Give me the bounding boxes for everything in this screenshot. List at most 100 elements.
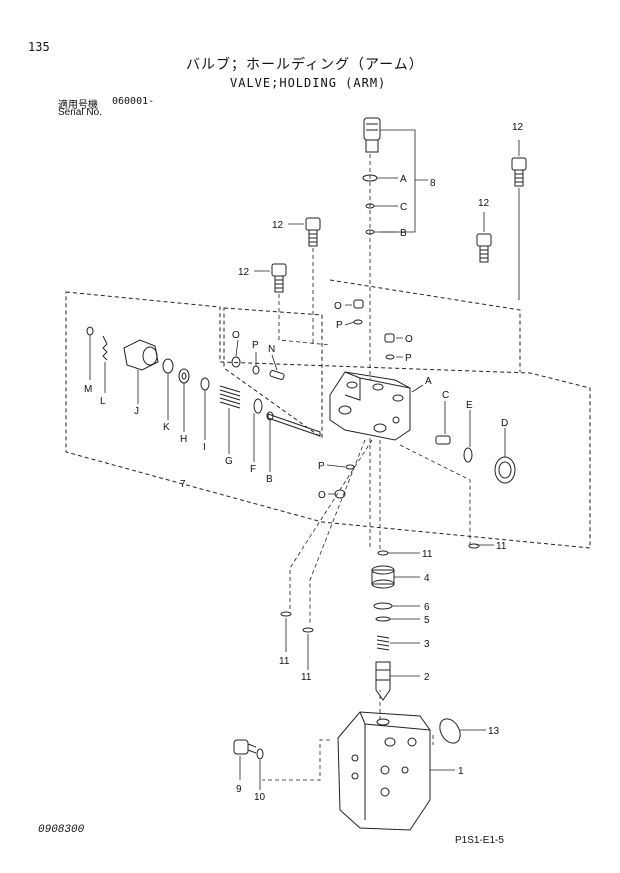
- callout-j: J: [134, 406, 139, 417]
- callout-l: L: [100, 396, 106, 407]
- leaders-11-left: [285, 618, 309, 670]
- callout-3: 3: [424, 639, 430, 650]
- callout-m: M: [84, 384, 92, 395]
- callout-8: 8: [430, 178, 436, 189]
- callout-11-left: 11: [279, 656, 290, 667]
- bolt-12-upper-left: [305, 217, 321, 247]
- o-ring-10: [256, 748, 264, 760]
- seat-h: [178, 368, 190, 384]
- bolt-12-lower-left: [271, 263, 287, 293]
- serial-label-english: Serial No.: [58, 107, 102, 118]
- o-ring-e: [463, 447, 473, 463]
- callout-1: 1: [458, 766, 464, 777]
- callout-labels: 12 8 A C B 12 12 12 O P O P N P O A C E …: [84, 122, 524, 803]
- o-ring-11-stack: [377, 550, 389, 556]
- callout-d: D: [501, 418, 508, 429]
- o-ring-11-left-b: [302, 627, 314, 633]
- leaders-12: [254, 140, 520, 300]
- poppet-2: [375, 661, 391, 701]
- callout-12c: 12: [272, 220, 284, 231]
- callout-5: 5: [424, 615, 430, 626]
- housing-1: [337, 711, 431, 831]
- leaders-letters: [89, 335, 506, 495]
- o-ring-p-4: [345, 464, 355, 470]
- plug-o-1: [353, 299, 364, 309]
- pin-m: [86, 326, 94, 336]
- callout-12d: 12: [238, 267, 250, 278]
- valve-body-upper: [329, 371, 411, 441]
- callout-4: 4: [424, 573, 430, 584]
- callout-11-stack: 11: [422, 549, 433, 560]
- callout-12a: 12: [512, 122, 524, 133]
- ring-f: [253, 398, 263, 414]
- callout-c-top: C: [400, 202, 407, 213]
- title-english: VALVE;HOLDING (ARM): [230, 76, 387, 90]
- bolt-12-top-right: [511, 157, 527, 187]
- o-ring-p-1: [353, 319, 363, 325]
- serial-label-japanese: 適用号機: [58, 100, 98, 111]
- callout-f: F: [250, 464, 256, 475]
- callout-10: 10: [254, 792, 266, 803]
- callout-e: E: [466, 400, 473, 411]
- fitting-8: [363, 117, 381, 153]
- leaders-housing: [430, 729, 486, 771]
- callout-6: 6: [424, 602, 430, 613]
- bolt-12-right: [476, 233, 492, 263]
- document-code: 0908300: [38, 824, 85, 836]
- bolt-centerlines: [278, 248, 331, 346]
- callout-11-right: 11: [496, 541, 507, 552]
- spring-l: [102, 335, 108, 361]
- callout-b-spool: B: [266, 474, 273, 485]
- callout-o1: O: [334, 301, 342, 312]
- callout-b-top: B: [400, 228, 407, 239]
- fitting-c: [435, 435, 451, 445]
- plug-4: [371, 565, 395, 589]
- callout-p1: P: [336, 320, 343, 331]
- o-ring-11-left: [280, 611, 292, 617]
- leaders-o-p-top: [344, 304, 403, 358]
- o-ring-p-3: [252, 365, 260, 375]
- plug-j: [123, 339, 159, 371]
- dashed-routes: [262, 438, 471, 781]
- spring-g: [219, 385, 241, 409]
- spool-b: [266, 411, 321, 437]
- plug-d: [494, 456, 516, 484]
- spring-3: [376, 635, 390, 651]
- plug-o-3: [231, 356, 241, 368]
- title-japanese: バルブ；ホールディング（アーム）: [186, 57, 424, 73]
- page-number: 135: [28, 40, 50, 54]
- callout-p4: P: [318, 461, 325, 472]
- piston-n: [269, 370, 285, 380]
- callout-o3: O: [232, 330, 240, 341]
- callout-13: 13: [488, 726, 500, 737]
- leaders-stack: [388, 544, 494, 677]
- assembly-7-outline: [65, 291, 591, 549]
- callout-a-top: A: [400, 174, 407, 185]
- o-ring-k: [162, 358, 174, 374]
- plug-o-2: [384, 333, 395, 343]
- assembly-8-right-outline: [329, 279, 521, 372]
- callout-11-left-b: 11: [301, 672, 312, 683]
- callout-9: 9: [236, 784, 242, 795]
- o-ring-11-right: [468, 543, 480, 549]
- ring-i: [200, 377, 210, 391]
- ring-5: [375, 616, 391, 622]
- callout-2: 2: [424, 672, 430, 683]
- o-ring-13: [439, 718, 461, 744]
- ring-6: [373, 602, 393, 610]
- callout-k: K: [163, 422, 170, 433]
- serial-value: 060001-: [112, 96, 155, 107]
- callout-7: 7: [180, 479, 186, 490]
- callout-p3: P: [252, 340, 259, 351]
- callout-p2: P: [405, 353, 412, 364]
- assembly-8-inner-outline: [223, 307, 323, 439]
- leader-a-top: [374, 177, 398, 233]
- callout-h: H: [180, 434, 187, 445]
- leaders-9-10: [239, 756, 261, 790]
- callout-12b: 12: [478, 198, 490, 209]
- callout-g: G: [225, 456, 233, 467]
- callout-o4: O: [318, 490, 326, 501]
- callout-c-right: C: [442, 390, 449, 401]
- plug-9: [233, 739, 257, 755]
